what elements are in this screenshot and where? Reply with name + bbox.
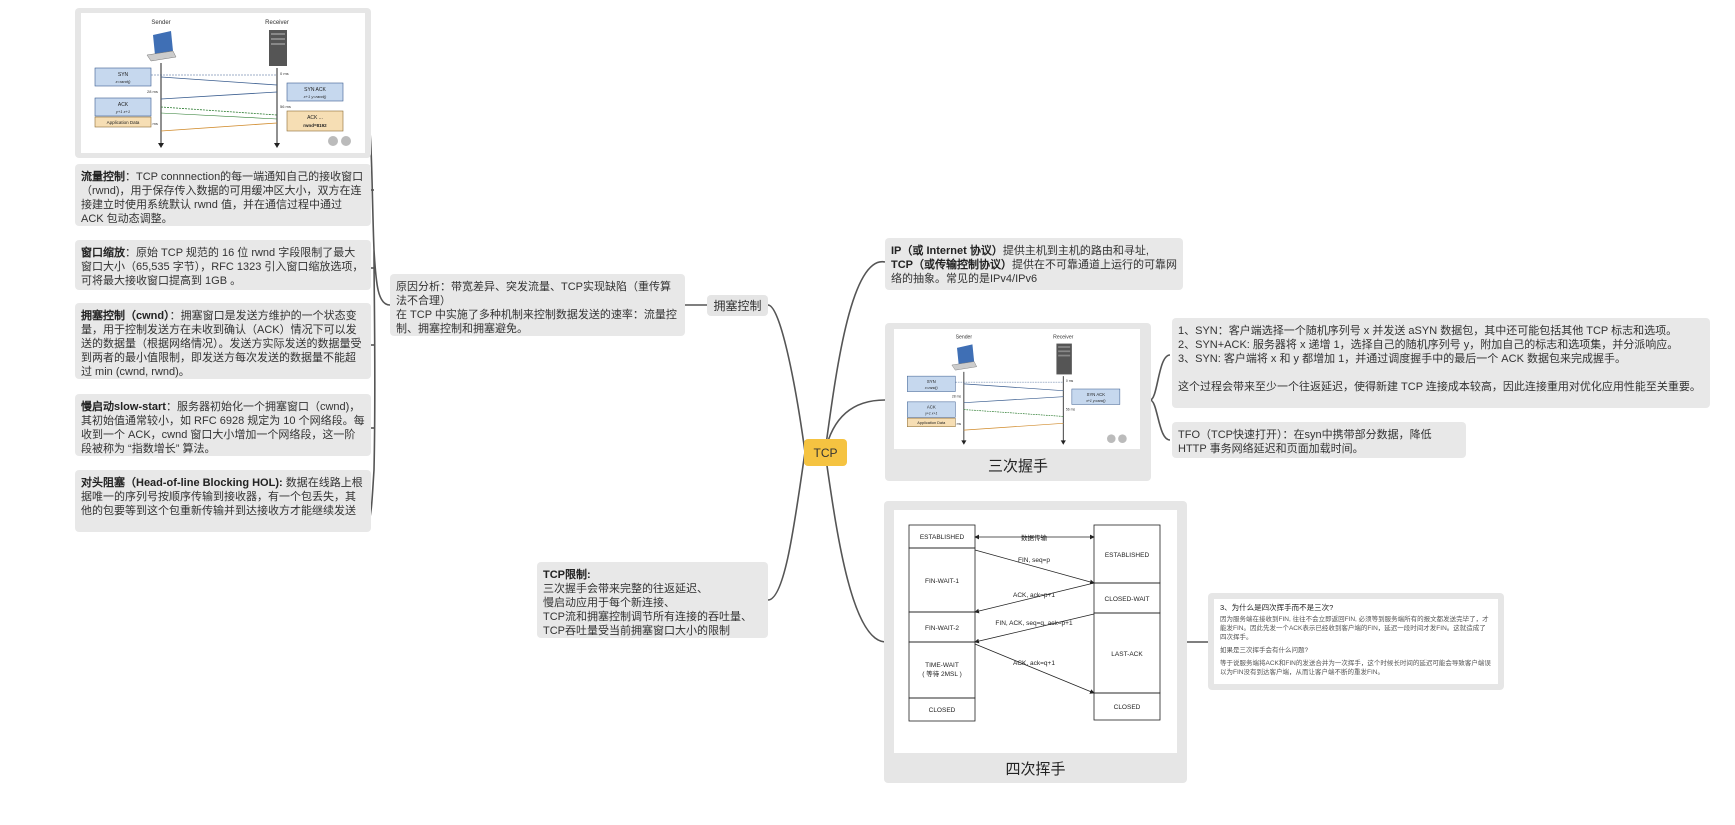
handshake-panel[interactable]: Sender Receiver 0 ms 28 ms 56 ms 84 ms S… [885, 323, 1151, 481]
link-tcp-fourway [824, 451, 886, 643]
receiver-label: Receiver [265, 20, 289, 26]
svg-text:28 ms: 28 ms [147, 89, 158, 94]
item-flow-control[interactable]: 流量控制：TCP connnection的每一端通知自己的接收窗口（rwnd)，… [75, 164, 371, 226]
svg-text:x=rand(): x=rand() [114, 79, 131, 84]
item-window-scaling[interactable]: 窗口缩放：原始 TCP 规范的 16 位 rwnd 字段限制了最大窗口大小（65… [75, 240, 371, 290]
svg-text:SYN: SYN [118, 72, 129, 78]
svg-text:x+1 y=rand(): x+1 y=rand() [1085, 399, 1105, 403]
congestion-control-node[interactable]: 拥塞控制 [707, 295, 768, 316]
four-way-caption: 四次挥手 [1005, 761, 1066, 778]
seq-diagram-panel-left: Sender Receiver 0 ms 28 ms 56 ms 84 ms S… [75, 8, 371, 158]
reason-analysis-node[interactable]: 原因分析：带宽差异、突发流量、TCP实现缺陷（重传算法不合理） 在 TCP 中实… [390, 274, 685, 336]
svg-text:CLOSED: CLOSED [1114, 704, 1141, 711]
svg-text:ACK ...: ACK ... [307, 115, 323, 121]
svg-text:LAST-ACK: LAST-ACK [1111, 651, 1143, 658]
why-four-way-node[interactable]: 3、为什么是四次挥手而不是三次? 因为服务端在接收到FIN, 往往不会立即返回F… [1208, 593, 1504, 690]
link-tcp-flow [767, 304, 806, 453]
svg-text:FIN-WAIT-1: FIN-WAIT-1 [925, 578, 959, 585]
svg-text:Application Data: Application Data [917, 421, 946, 425]
svg-text:SYN ACK: SYN ACK [304, 87, 326, 93]
handshake-steps-node[interactable]: 1、SYN：客户端选择一个随机序列号 x 并发送 aSYN 数据包，其中还可能包… [1172, 318, 1710, 408]
svg-text:CLOSED-WAIT: CLOSED-WAIT [1105, 596, 1150, 603]
svg-text:SYN: SYN [927, 379, 936, 384]
svg-text:y+1 x+1: y+1 x+1 [115, 109, 130, 114]
laptop-icon [951, 344, 978, 371]
item-hol-blocking[interactable]: 对头阻塞（Head-of-line Blocking HOL): 数据在线路上根… [75, 470, 371, 532]
tcp-root-node[interactable]: TCP [804, 439, 847, 466]
svg-text:84 ms: 84 ms [952, 422, 962, 426]
svg-text:FIN-WAIT-2: FIN-WAIT-2 [925, 625, 959, 632]
item-slow-start[interactable]: 慢启动slow-start：服务器初始化一个拥塞窗口（cwnd)，其初始值通常较… [75, 394, 371, 456]
link-handshake-tfo [1149, 399, 1171, 441]
handshake-diagram-card: Sender Receiver 0 ms 28 ms 56 ms 84 ms S… [894, 329, 1140, 449]
seq-diagram-card: Sender Receiver 0 ms 28 ms 56 ms 84 ms S… [81, 13, 365, 153]
svg-text:FIN, seq=p: FIN, seq=p [1018, 557, 1050, 564]
svg-text:ACK: ACK [927, 405, 936, 410]
item-congestion-window[interactable]: 拥塞控制（cwnd）：拥塞窗口是发送方维护的一个状态变量，用于控制发送方在未收到… [75, 303, 371, 379]
svg-text:ACK: ACK [118, 102, 129, 108]
svg-text:TIME-WAIT: TIME-WAIT [925, 662, 959, 669]
tcp-limits-node[interactable]: TCP限制: 三次握手会带来完整的往返延迟、 慢启动应用于每个新连接、 TCP流… [537, 562, 768, 638]
ack-rwnd-box [286, 110, 344, 132]
server-icon [1056, 343, 1072, 375]
sender-label: Sender [151, 20, 170, 26]
svg-text:ACK, ack=q+1: ACK, ack=q+1 [1013, 660, 1055, 667]
svg-text:Application Data: Application Data [107, 120, 140, 125]
why-four-way-card: 3、为什么是四次挥手而不是三次? 因为服务端在接收到FIN, 往往不会立即返回F… [1214, 599, 1498, 684]
handshake-caption: 三次握手 [987, 458, 1048, 475]
zoom-out-icon [328, 136, 338, 146]
svg-text:0 ms: 0 ms [1066, 379, 1074, 383]
svg-text:56 ms: 56 ms [1066, 407, 1076, 411]
svg-text:Receiver: Receiver [1053, 334, 1074, 340]
link-handshake-steps [1149, 354, 1171, 401]
ip-tcp-node[interactable]: IP（或 Internet 协议）提供主机到主机的路由和寻址, TCP（或传输控… [885, 238, 1183, 290]
svg-text:Sender: Sender [956, 334, 973, 340]
svg-text:56 ms: 56 ms [280, 104, 291, 109]
link-tcp-ip [824, 261, 886, 453]
svg-text:ESTABLISHED: ESTABLISHED [920, 534, 965, 541]
four-way-panel[interactable]: ESTABLISHED FIN-WAIT-1 FIN-WAIT-2 TIME-W… [884, 501, 1187, 783]
svg-text:0 ms: 0 ms [280, 71, 289, 76]
zoom-in-icon [1118, 434, 1127, 443]
syn-box [94, 67, 152, 87]
link-reason-items [367, 117, 391, 529]
svg-text:28 ms: 28 ms [952, 395, 962, 399]
svg-text:CLOSED: CLOSED [929, 707, 956, 714]
handshake-seq-diagram: Sender Receiver 0 ms 28 ms 56 ms 84 ms S… [907, 334, 1127, 445]
zoom-out-icon [1107, 434, 1116, 443]
svg-text:FIN, ACK, seq=q, ack=p+1: FIN, ACK, seq=q, ack=p+1 [995, 620, 1073, 627]
app-data-box [94, 116, 152, 128]
server-icon [269, 30, 287, 66]
svg-text:ESTABLISHED: ESTABLISHED [1105, 552, 1150, 559]
svg-text:x+1 y=rand(): x+1 y=rand() [303, 94, 327, 99]
svg-text:ACK, ack=p+1: ACK, ack=p+1 [1013, 592, 1055, 599]
svg-text:84 ms: 84 ms [147, 121, 158, 126]
svg-text:y+1 x+1: y+1 x+1 [924, 412, 937, 416]
svg-text:x=rand(): x=rand() [924, 386, 938, 390]
seq-diagram: Sender Receiver 0 ms 28 ms 56 ms 84 ms S… [94, 20, 351, 148]
zoom-in-icon [341, 136, 351, 146]
svg-text:数据传输: 数据传输 [1021, 533, 1048, 542]
svg-text:rwnd=8192: rwnd=8192 [303, 123, 327, 128]
laptop-icon [146, 31, 177, 62]
ack-box [94, 97, 152, 117]
svg-text:( 等待 2MSL ): ( 等待 2MSL ) [922, 669, 962, 678]
link-tcp-limits [767, 451, 806, 601]
synack-box [286, 82, 344, 102]
tfo-node[interactable]: TFO（TCP快速打开）：在syn中携带部分数据，降低HTTP 事务网络延迟和页… [1172, 422, 1466, 458]
four-way-diagram-card: ESTABLISHED FIN-WAIT-1 FIN-WAIT-2 TIME-W… [894, 510, 1177, 753]
svg-text:SYN ACK: SYN ACK [1087, 392, 1106, 397]
four-way-diagram: ESTABLISHED FIN-WAIT-1 FIN-WAIT-2 TIME-W… [908, 524, 1161, 722]
